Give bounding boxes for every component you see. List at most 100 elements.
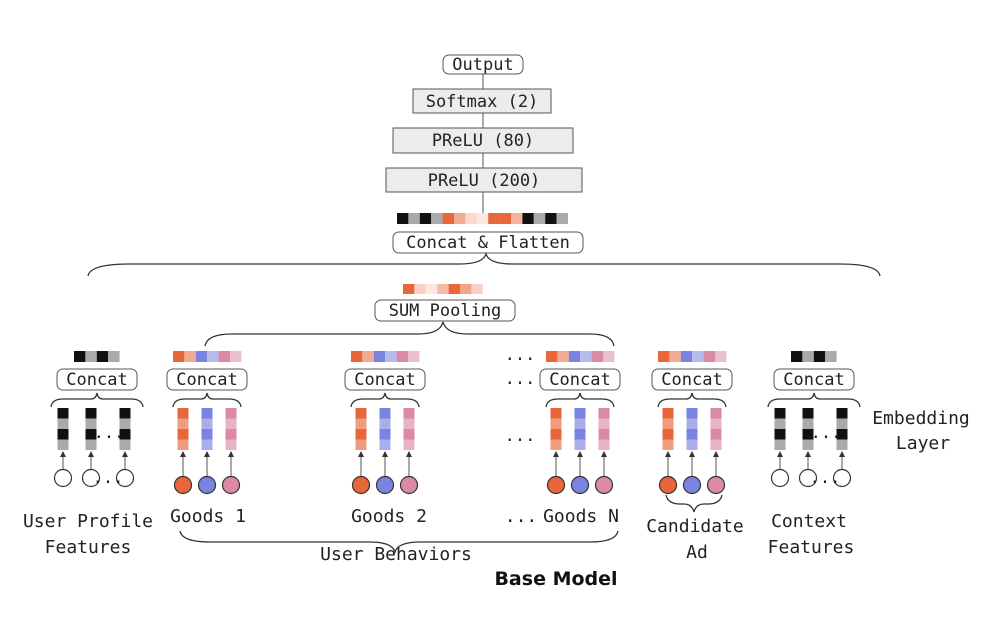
candidate-ad-vector bbox=[658, 351, 727, 362]
flattened-vector-segment-cell bbox=[545, 213, 557, 224]
goods-n-vector-cell bbox=[603, 351, 615, 362]
base-model-title: Base Model bbox=[494, 568, 617, 590]
goods-2-embedding-1-cell bbox=[379, 439, 391, 450]
goods-1-vector bbox=[173, 351, 242, 362]
goods-2-concat-label: Concat bbox=[354, 370, 415, 390]
goods-n-embedding-0-cell bbox=[550, 408, 562, 419]
candidate-ad-embedding-2-cell bbox=[710, 439, 722, 450]
candidate-ad-embedding-1-cell bbox=[686, 418, 698, 429]
context-input-node-2 bbox=[832, 468, 852, 488]
goods-n-arrow-2-head bbox=[601, 451, 607, 457]
user-profile-input-node-2 bbox=[115, 468, 135, 488]
user-profile-vector bbox=[74, 351, 120, 362]
output-box bbox=[442, 54, 524, 75]
goods-n-embedding-1-cell bbox=[574, 408, 586, 419]
goods-n-embedding-0-cell bbox=[550, 429, 562, 440]
goods-1-embedding-1 bbox=[201, 408, 213, 450]
goods-n-embedding-1-cell bbox=[574, 429, 586, 440]
user-behaviors-brace bbox=[179, 530, 619, 555]
prelu80-box bbox=[392, 127, 574, 154]
goods-n-embedding-2-cell bbox=[598, 439, 610, 450]
goods-1-embedding-2 bbox=[225, 408, 237, 450]
context-vector-cell bbox=[791, 351, 803, 362]
context-embedding-2 bbox=[836, 408, 848, 450]
pooled-vector-segment-cell bbox=[460, 284, 472, 294]
goods-2-embedding-0 bbox=[355, 408, 367, 450]
candidate-ad-brace bbox=[665, 494, 723, 513]
goodsN-label: Goods N bbox=[543, 506, 619, 527]
goods-2-embedding-0-cell bbox=[355, 408, 367, 419]
context-vector bbox=[791, 351, 837, 362]
user-profile-embedding-1-cell bbox=[85, 418, 97, 429]
goods-2-embedding-1-cell bbox=[379, 408, 391, 419]
goods-1-embedding-1-cell bbox=[201, 439, 213, 450]
goods-1-vector-cell bbox=[207, 351, 219, 362]
goods-1-embedding-0-cell bbox=[177, 439, 189, 450]
goods-1-vector-cell bbox=[184, 351, 196, 362]
context-label-2: Features bbox=[768, 537, 855, 558]
candidate-ad-arrow-2-head bbox=[713, 451, 719, 457]
goods-2-embedding-0-cell bbox=[355, 439, 367, 450]
context-embedding-1-cell bbox=[802, 408, 814, 419]
pooled-vector-segment-cell bbox=[414, 284, 426, 294]
user-profile-input-node-0 bbox=[53, 468, 73, 488]
candidate-ad-embedding-0-cell bbox=[662, 429, 674, 440]
candidate-ad-embedding-2 bbox=[710, 408, 722, 450]
flattened-vector-segment-cell bbox=[499, 213, 511, 224]
pooled-vector-segment-cell bbox=[437, 284, 449, 294]
context-vector-cell bbox=[825, 351, 837, 362]
flattened-vector bbox=[397, 213, 568, 224]
context-embedding-1-cell bbox=[802, 429, 814, 440]
user-profile-embedding-0 bbox=[57, 408, 69, 450]
output-label: Output bbox=[452, 55, 513, 75]
user-profile-embedding-2-cell bbox=[119, 418, 131, 429]
goods-1-embedding-1-cell bbox=[201, 429, 213, 440]
candidate-ad-embedding-1-cell bbox=[686, 408, 698, 419]
candidate-ad-vector-cell bbox=[669, 351, 681, 362]
goods-1-vector-cell bbox=[173, 351, 185, 362]
embedding-label-1: Embedding bbox=[872, 408, 970, 429]
pooled-vector-segment-cell bbox=[448, 284, 460, 294]
goods-n-concat-brace bbox=[545, 392, 615, 408]
goods-vector-ellipsis: ... bbox=[505, 345, 536, 365]
prelu200-label: PReLU (200) bbox=[428, 171, 541, 191]
goods-2-input-node-2 bbox=[399, 475, 419, 495]
goods-embedding-ellipsis: ... bbox=[505, 426, 536, 446]
goods-n-embedding-0 bbox=[550, 408, 562, 450]
user-profile-arrow-1-head bbox=[88, 451, 94, 457]
context-embedding-1 bbox=[802, 408, 814, 450]
user-profile-vector-cell bbox=[96, 351, 109, 362]
user-behaviors-label: User Behaviors bbox=[320, 544, 472, 565]
goods-1-vector-cell bbox=[230, 351, 242, 362]
goods-2-arrow-0-head bbox=[358, 451, 364, 457]
user-profile-input-node-1 bbox=[81, 468, 101, 488]
context-node-ellipsis: ... bbox=[810, 468, 841, 488]
flattened-vector-segment-cell bbox=[533, 213, 546, 224]
flattened-vector-segment-cell bbox=[522, 213, 534, 224]
goods-1-embedding-2-cell bbox=[225, 408, 237, 419]
candidate-ad-concat-label: Concat bbox=[661, 370, 722, 390]
goods-n-embedding-1 bbox=[574, 408, 586, 450]
goods-n-arrow-1-head bbox=[577, 451, 583, 457]
user-profile-embedding-2-cell bbox=[119, 429, 131, 440]
goods-n-vector-cell bbox=[591, 351, 603, 362]
context-concat-box bbox=[773, 368, 855, 391]
context-embedding-1-cell bbox=[802, 439, 814, 450]
goods-1-input-node-0 bbox=[173, 475, 193, 495]
goods-n-input-node-1 bbox=[570, 475, 590, 495]
softmax-box bbox=[412, 88, 552, 114]
goods-1-concat-brace bbox=[172, 392, 242, 408]
candidate-ad-embedding-0-cell bbox=[662, 418, 674, 429]
goods1-label: Goods 1 bbox=[170, 506, 246, 527]
candidate-ad-embedding-2-cell bbox=[710, 429, 722, 440]
context-embedding-2-cell bbox=[836, 439, 848, 450]
context-embedding-0 bbox=[774, 408, 786, 450]
goods-1-input-node-1 bbox=[197, 475, 217, 495]
goods-1-embedding-0-cell bbox=[177, 408, 189, 419]
user-profile-vector-cell bbox=[85, 351, 97, 362]
context-label-1: Context bbox=[771, 511, 847, 532]
goods-2-embedding-0-cell bbox=[355, 418, 367, 429]
flattened-vector-segment-cell bbox=[511, 213, 523, 224]
goods-n-vector-cell bbox=[568, 351, 581, 362]
